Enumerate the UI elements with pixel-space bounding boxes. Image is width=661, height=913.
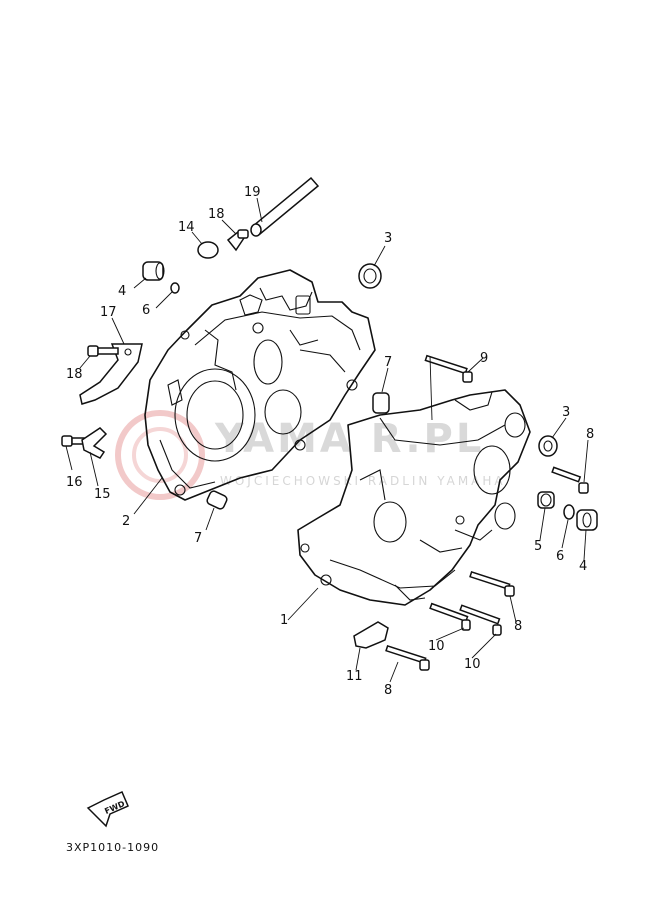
part-label-4-right: 4 <box>579 559 587 574</box>
part-6-ring-right <box>563 504 575 520</box>
part-label-15: 15 <box>94 487 111 502</box>
part-label-14: 19 <box>244 185 261 200</box>
part-12-bracket <box>353 621 389 649</box>
part-16-bolt <box>61 435 85 447</box>
part-label-13: 18 <box>208 207 225 222</box>
part-labels: 19 18 14 4 6 3 17 18 16 15 2 7 7 9 3 8 5… <box>66 185 594 698</box>
right-crankcase <box>297 389 531 606</box>
leader-lines <box>65 197 589 683</box>
watermark-subtext: WOJCIECHOWSKI RADLIN YAMAHA <box>220 474 506 488</box>
part-3-oil-seal-right <box>538 435 558 457</box>
part-6-pin-left <box>170 282 180 294</box>
part-label-10-lower: 10 <box>464 657 481 672</box>
part-label-11: 10 <box>428 639 445 654</box>
part-label-12: 11 <box>346 669 363 684</box>
watermark-logo <box>115 410 205 500</box>
part-7-dowel-upper <box>372 392 390 414</box>
part-13-elbow-fitting <box>226 229 249 252</box>
part-10-bolt-lower <box>459 604 502 636</box>
part-19-cap <box>197 241 219 259</box>
part-label-8-lower: 8 <box>514 619 522 634</box>
part-label-1: 1 <box>280 613 288 628</box>
part-10-bolt-upper <box>424 354 473 383</box>
part-label-5: 5 <box>534 539 542 554</box>
part-14-pipe <box>250 176 320 237</box>
part-label-9: 8 <box>384 683 392 698</box>
part-label-2: 2 <box>122 514 130 529</box>
part-3-oil-seal-top <box>358 263 382 289</box>
diagram-code: 3XP1010-1090 <box>66 841 159 854</box>
part-label-10-upper: 9 <box>480 351 488 366</box>
part-4-bushing-right <box>576 509 598 531</box>
part-label-6-right: 6 <box>556 549 564 564</box>
part-label-17: 17 <box>100 305 117 320</box>
watermark-text: YAMA R.PL <box>214 416 484 462</box>
part-15-clip <box>81 427 108 459</box>
part-label-3-top: 3 <box>384 231 392 246</box>
part-9-bolt <box>385 644 430 671</box>
part-label-7-lower: 7 <box>194 531 202 546</box>
part-label-8-upper: 8 <box>586 427 594 442</box>
part-label-16: 16 <box>66 475 83 490</box>
part-4-bushing-left <box>142 261 165 281</box>
part-label-7-upper: 7 <box>384 355 392 370</box>
part-5-bushing <box>537 491 555 509</box>
part-label-6-left: 6 <box>142 303 150 318</box>
part-8-bolt-lower <box>469 570 515 597</box>
fwd-arrow-icon: FWD <box>86 791 129 828</box>
left-crankcase <box>144 269 376 501</box>
part-7-dowel-lower <box>206 490 228 510</box>
part-label-18: 18 <box>66 367 83 382</box>
part-11-bolt <box>429 602 471 631</box>
part-8-bolt-upper <box>551 466 589 494</box>
part-18-bolt <box>87 345 119 357</box>
part-label-4-left: 4 <box>118 284 126 299</box>
part-label-3-right: 3 <box>562 405 570 420</box>
watermark: YAMA R.PL WOJCIECHOWSKI RADLIN YAMAHA <box>115 410 506 500</box>
part-17-bracket <box>79 343 143 405</box>
part-label-19: 14 <box>178 220 195 235</box>
